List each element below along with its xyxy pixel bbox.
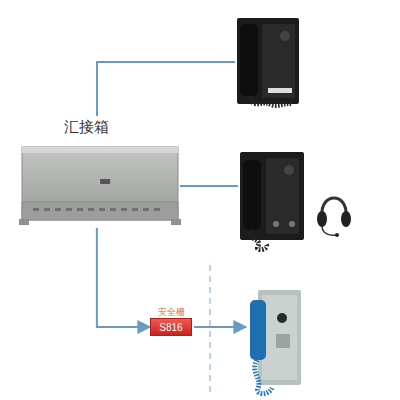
barrier-heading: 安全栅 — [158, 306, 185, 319]
boundary-dashed — [209, 265, 211, 396]
safety-barrier: 安全栅S816 — [150, 318, 192, 336]
headset — [317, 198, 351, 237]
telephone — [250, 290, 301, 394]
telephone — [240, 152, 304, 250]
wire-arrow — [194, 326, 246, 328]
junction-box-art — [19, 143, 181, 234]
barrier-model: S816 — [159, 322, 182, 333]
wire — [97, 62, 235, 116]
junction-box: 汇接箱 — [22, 143, 178, 228]
connector — [97, 228, 150, 327]
telephone — [237, 18, 299, 105]
wire — [180, 185, 238, 187]
box-heading: 汇接箱 — [62, 118, 111, 137]
